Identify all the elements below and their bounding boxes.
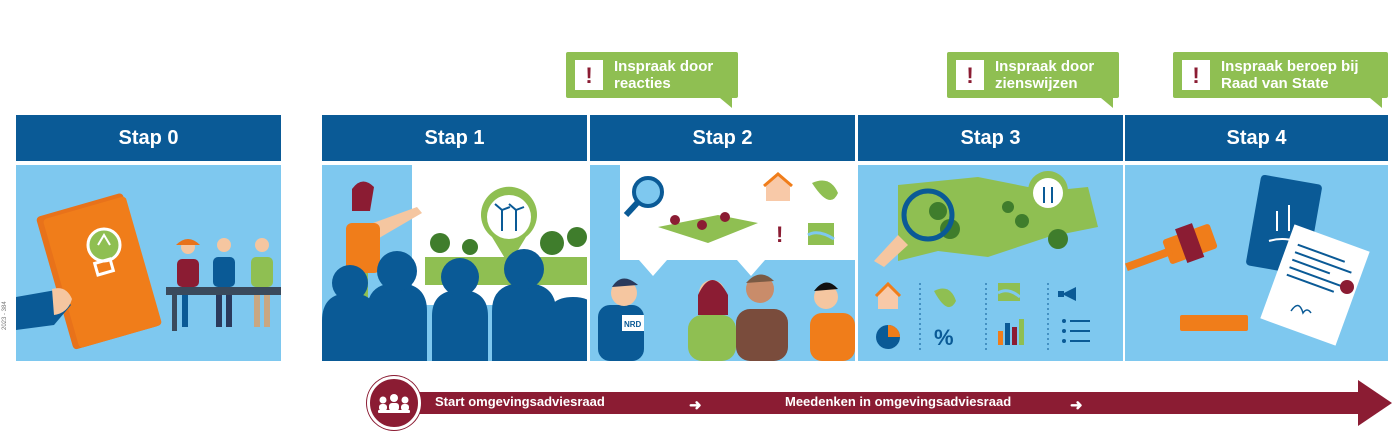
step-1: Stap 1 <box>322 115 587 361</box>
list-icon <box>1062 319 1090 343</box>
callout-text: Inspraak beroep bij Raad van State <box>1221 58 1359 92</box>
callout-text: Inspraak door zienswijzen <box>995 58 1094 92</box>
map-pin-icons <box>670 212 730 230</box>
megaphone-icon <box>1058 287 1076 301</box>
house-icon <box>763 172 793 201</box>
callout-zienswijzen: ! Inspraak door zienswijzen <box>947 52 1119 108</box>
callout-line: zienswijzen <box>995 75 1078 92</box>
person-icon <box>213 238 235 327</box>
callout-tail <box>1101 98 1113 108</box>
leaf-icon <box>812 180 838 201</box>
house-icon <box>874 281 902 309</box>
step-header: Stap 1 <box>322 115 587 161</box>
callout-line: Inspraak beroep bij <box>1221 58 1359 75</box>
pie-chart-icon <box>876 325 900 349</box>
callout-line: reacties <box>614 75 671 92</box>
person-icon <box>251 238 273 327</box>
step-2-illustration: ! NRD <box>590 165 855 361</box>
timeline-start-label: Start omgevingsadviesraad <box>435 394 605 409</box>
person-icon <box>810 282 855 361</box>
callout-line: Raad van State <box>1221 75 1329 92</box>
wind-turbine-pin-icon <box>481 186 537 265</box>
callout-tail <box>720 98 732 108</box>
person-icon <box>736 274 788 361</box>
speaking-person-icon: NRD <box>598 278 644 361</box>
exclamation-icon: ! <box>1182 60 1210 90</box>
step-0-illustration <box>16 165 281 361</box>
exclamation-mark-icon: ! <box>776 222 783 247</box>
person-icon <box>176 239 200 327</box>
certificate-icon <box>1260 224 1370 346</box>
bar-chart-icon <box>998 319 1024 345</box>
exclamation-icon: ! <box>575 60 603 90</box>
orange-folder-icon <box>36 193 162 350</box>
step-header: Stap 4 <box>1125 115 1388 161</box>
step-4-illustration <box>1125 165 1388 361</box>
audience-silhouettes <box>322 249 587 361</box>
landscape-icon <box>997 283 1021 301</box>
side-code-label: 2023 - 384 <box>2 301 8 330</box>
callout-raad-van-state: ! Inspraak beroep bij Raad van State <box>1173 52 1388 108</box>
gavel-icon <box>1125 223 1248 331</box>
callout-tail <box>1370 98 1382 108</box>
step-4: Stap 4 <box>1125 115 1388 361</box>
nrd-label: NRD <box>624 320 642 329</box>
callout-reacties: ! Inspraak door reacties <box>566 52 738 108</box>
group-people-icon <box>367 376 421 430</box>
timeline-arrowhead <box>1358 380 1392 426</box>
callout-text: Inspraak door reacties <box>614 58 713 92</box>
step-header: Stap 3 <box>858 115 1123 161</box>
magnifier-icon <box>874 188 955 267</box>
right-arrow-icon: ➜ <box>1070 397 1083 414</box>
leaf-icon <box>934 288 956 308</box>
landscape-icon <box>807 223 835 245</box>
callout-line: Inspraak door <box>614 58 714 75</box>
lightbulb-icon <box>86 227 122 277</box>
callout-line: Inspraak door <box>995 58 1095 75</box>
magnifier-icon <box>623 176 664 218</box>
step-2: Stap 2 ! NRD <box>590 115 855 361</box>
wind-turbine-pin-icon <box>1028 171 1068 227</box>
step-3: Stap 3 % <box>858 115 1123 361</box>
step-3-illustration: % <box>858 165 1123 361</box>
timeline-arrow: Start omgevingsadviesraad ➜ Meedenken in… <box>367 376 1392 430</box>
timeline-middle-label: Meedenken in omgevingsadviesraad <box>785 394 1012 409</box>
step-header: Stap 0 <box>16 115 281 161</box>
step-0: Stap 0 <box>16 115 281 361</box>
step-header: Stap 2 <box>590 115 855 161</box>
exclamation-icon: ! <box>956 60 984 90</box>
step-1-illustration <box>322 165 587 361</box>
timeline-bar <box>387 392 1362 414</box>
right-arrow-icon: ➜ <box>689 397 702 414</box>
person-icon <box>688 280 736 361</box>
percent-label: % <box>934 325 954 350</box>
